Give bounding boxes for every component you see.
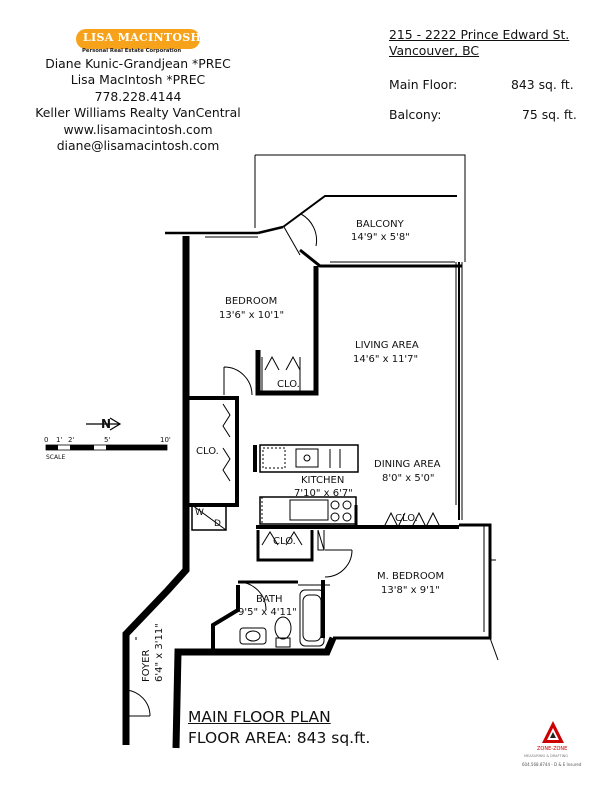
balcony-size: 14'9" x 5'8": [351, 232, 410, 243]
master-bedroom-size: 13'8" x 9'1": [381, 585, 440, 596]
website-link[interactable]: www.lisamacintosh.com: [63, 121, 213, 137]
balcony-area-value: 75 sq. ft.: [522, 107, 577, 122]
brand-name: ZONE-ZONE: [537, 746, 568, 752]
north-label: N: [101, 417, 111, 431]
master-bedroom-name: M. BEDROOM: [377, 571, 444, 582]
lower-closet-label: CLO.: [273, 536, 296, 547]
bedroom-name: BEDROOM: [225, 296, 277, 307]
living-size: 14'6" x 11'7": [353, 354, 418, 365]
scale-label: SCALE: [46, 454, 65, 461]
foyer-name: FOYER: [141, 649, 152, 682]
plan-title-block: MAIN FLOOR PLAN FLOOR AREA: 843 sq.ft.: [188, 707, 370, 749]
balcony-name: BALCONY: [356, 219, 405, 230]
scale-bar: 0 1' 2' 5' 10' SCALE: [44, 436, 171, 461]
kitchen-name: KITCHEN: [301, 475, 344, 486]
brand-phone: 604.568.8744 - D & E Insured: [522, 762, 582, 767]
balcony-area-label: Balcony:: [389, 107, 442, 122]
logo-tagline: Personal Real Estate Corporation: [82, 48, 182, 54]
dining-closet-label: CLO.: [395, 513, 418, 524]
plan-title: MAIN FLOOR PLAN: [188, 708, 331, 726]
scale-tick-1: 1': [56, 436, 62, 444]
dining-name: DINING AREA: [374, 459, 441, 470]
dining-size: 8'0" x 5'0": [382, 473, 434, 484]
floor-area-total: FLOOR AREA: 843 sq.ft.: [188, 729, 371, 747]
brand-triangle-icon: [542, 721, 564, 743]
address-line-1: 215 - 2222 Prince Edward St.: [389, 27, 570, 42]
main-floor-value: 843 sq. ft.: [511, 77, 574, 92]
logo-name: LISA MACINTOSH TEAM: [83, 31, 244, 44]
living-name: LIVING AREA: [355, 340, 419, 351]
north-arrow: N: [86, 417, 122, 431]
brand-tagline: MEASURING & DRAFTING: [524, 754, 568, 758]
drafting-brand: ZONE-ZONE MEASURING & DRAFTING 604.568.8…: [521, 718, 601, 778]
bath-name: BATH: [256, 594, 283, 605]
logo-badge: [76, 29, 200, 49]
foyer-size: 6'4" x 3'11": [154, 623, 165, 682]
scale-tick-5: 5': [104, 436, 110, 444]
address-line-2: Vancouver, BC: [389, 43, 480, 58]
kitchen-size: 7'10" x 6'7": [294, 488, 353, 499]
agent-name-2: Lisa MacIntosh *PREC: [70, 72, 206, 88]
scale-tick-2: 2': [68, 436, 74, 444]
team-logo: LISA MACINTOSH TEAM Personal Real Estate…: [76, 29, 243, 54]
dryer-label: D: [214, 519, 221, 529]
agent-phone: 778.228.4144: [94, 88, 182, 104]
scale-tick-10: 10': [160, 436, 171, 444]
agent-name-1: Diane Kunic-Grandjean *PREC: [45, 56, 231, 71]
brokerage-name: Keller Williams Realty VanCentral: [35, 105, 241, 121]
washer-label: W: [195, 508, 204, 518]
agent-contact-block: Diane Kunic-Grandjean *PREC Lisa MacInto…: [18, 56, 258, 154]
bedroom-size: 13'6" x 10'1": [219, 310, 284, 321]
hall-closet-label: CLO.: [196, 446, 219, 457]
email-link[interactable]: diane@lisamacintosh.com: [56, 138, 220, 154]
main-floor-label: Main Floor:: [389, 77, 458, 92]
scale-tick-0: 0: [44, 436, 48, 444]
bath-size: 9'5" x 4'11": [238, 607, 297, 618]
bedroom-closet-label: CLO.: [277, 379, 300, 390]
